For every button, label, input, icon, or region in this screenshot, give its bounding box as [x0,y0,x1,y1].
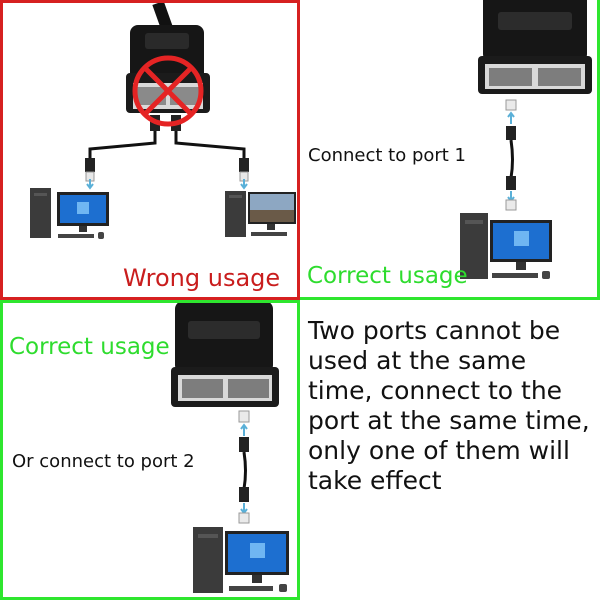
correct-usage-port2-panel: Correct usage Or connect to port 2 [0,300,300,600]
prohibited-icon [132,55,204,127]
explanation-text: Two ports cannot be used at the same tim… [308,316,590,495]
correct-usage-label: Correct usage [307,263,468,289]
arrow-icon [507,111,515,124]
wrong-usage-illustration [30,3,296,239]
rj45-plug-icon [239,158,249,182]
desktop-computer-icon [193,527,289,593]
wrong-usage-panel: Wrong usage [0,0,300,300]
rj45-plug-icon [505,99,517,211]
arrow-icon [86,179,94,190]
arrow-icon [240,179,248,190]
arrow-icon [240,423,248,436]
ethernet-splitter-icon [478,0,592,94]
wrong-usage-label: Wrong usage [123,264,281,292]
ethernet-splitter-icon [171,303,279,407]
explanation-panel: Two ports cannot be used at the same tim… [300,300,600,600]
rj45-plug-icon [238,410,250,524]
arrow-icon [240,503,248,515]
correct-usage-port1-panel: Connect to port 1 Correct usage [300,0,600,300]
correct-usage-label: Correct usage [9,334,170,360]
rj45-plug-icon [85,158,95,182]
desktop-computer-icon [30,188,109,239]
desktop-computer-icon [225,191,296,237]
connect-port1-label: Connect to port 1 [308,145,467,166]
port1-illustration [460,0,592,279]
desktop-computer-icon [460,213,552,279]
connect-port2-label: Or connect to port 2 [12,451,195,472]
port2-illustration [171,303,289,593]
